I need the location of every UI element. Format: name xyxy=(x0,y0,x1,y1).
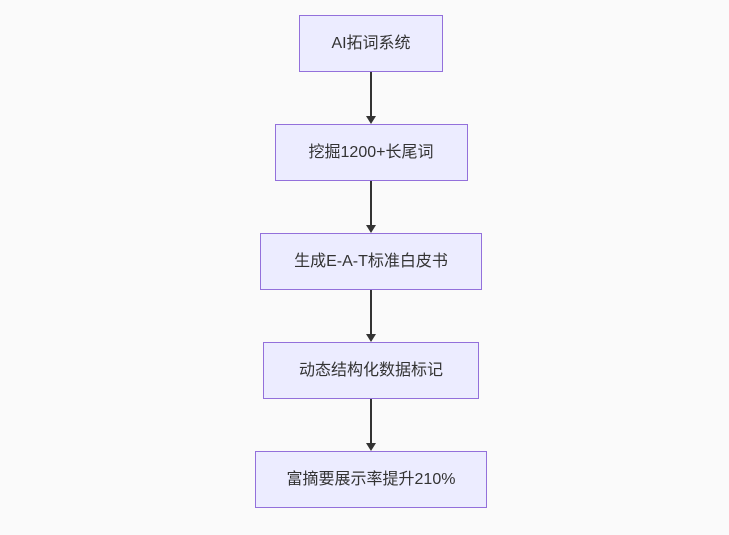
arrow-line xyxy=(370,181,372,226)
flow-node-ai-system: AI拓词系统 xyxy=(299,15,443,72)
arrow-line xyxy=(370,399,372,444)
arrow-down-icon xyxy=(365,290,377,342)
flow-node-label: 动态结构化数据标记 xyxy=(298,361,443,379)
flowchart: AI拓词系统 挖掘1200+长尾词 生成E-A-T标准白皮书 动态结构化数据标记… xyxy=(255,15,487,508)
flow-node-longtail-keywords: 挖掘1200+长尾词 xyxy=(274,124,468,181)
arrow-down-icon xyxy=(365,399,377,451)
arrowhead-icon xyxy=(366,225,376,233)
flow-node-label: 生成E-A-T标准白皮书 xyxy=(294,252,448,270)
arrow-down-icon xyxy=(365,72,377,124)
flow-node-label: 挖掘1200+长尾词 xyxy=(308,143,434,161)
arrow-line xyxy=(370,290,372,335)
arrowhead-icon xyxy=(366,334,376,342)
arrow-line xyxy=(370,72,372,117)
flow-node-rich-snippet-result: 富摘要展示率提升210% xyxy=(255,451,487,508)
flow-node-label: 富摘要展示率提升210% xyxy=(286,470,456,488)
arrow-down-icon xyxy=(365,181,377,233)
arrowhead-icon xyxy=(366,443,376,451)
arrowhead-icon xyxy=(366,116,376,124)
flow-node-structured-data: 动态结构化数据标记 xyxy=(263,342,479,399)
flow-node-label: AI拓词系统 xyxy=(331,34,411,52)
flow-node-eat-whitepaper: 生成E-A-T标准白皮书 xyxy=(260,233,482,290)
